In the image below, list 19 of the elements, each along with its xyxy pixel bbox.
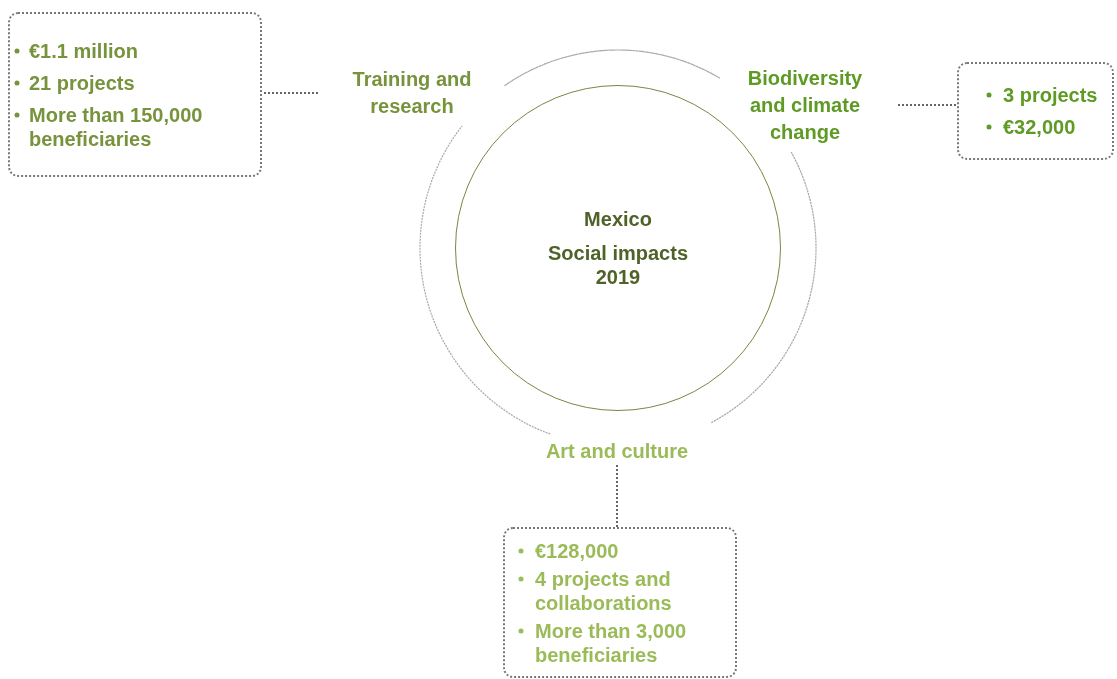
bullet-text: €128,000 xyxy=(535,539,619,562)
category-label: Art and culture xyxy=(545,438,689,464)
bullet-text: 4 projects and collaborations xyxy=(535,567,672,614)
center-text: Social impacts 2019 xyxy=(546,241,690,289)
dotted-connector xyxy=(897,104,958,106)
bullet-text: 21 projects xyxy=(29,71,135,94)
bullet-text: €32,000 xyxy=(1003,116,1076,138)
category-label: Training and research xyxy=(351,67,473,119)
category-label: Biodiversity and climate change xyxy=(746,65,864,145)
bullet-text: 3 projects xyxy=(1003,84,1098,106)
info-box xyxy=(503,527,737,678)
bullet-text: More than 150,000 beneficiaries xyxy=(29,103,203,150)
info-box xyxy=(957,62,1114,160)
center-text: Mexico xyxy=(584,207,652,231)
bullet-text: More than 3,000 beneficiaries xyxy=(535,619,687,666)
bullet-text: €1.1 million xyxy=(29,39,138,62)
dotted-connector xyxy=(616,464,618,528)
info-box xyxy=(8,12,262,177)
dotted-connector xyxy=(261,92,319,94)
